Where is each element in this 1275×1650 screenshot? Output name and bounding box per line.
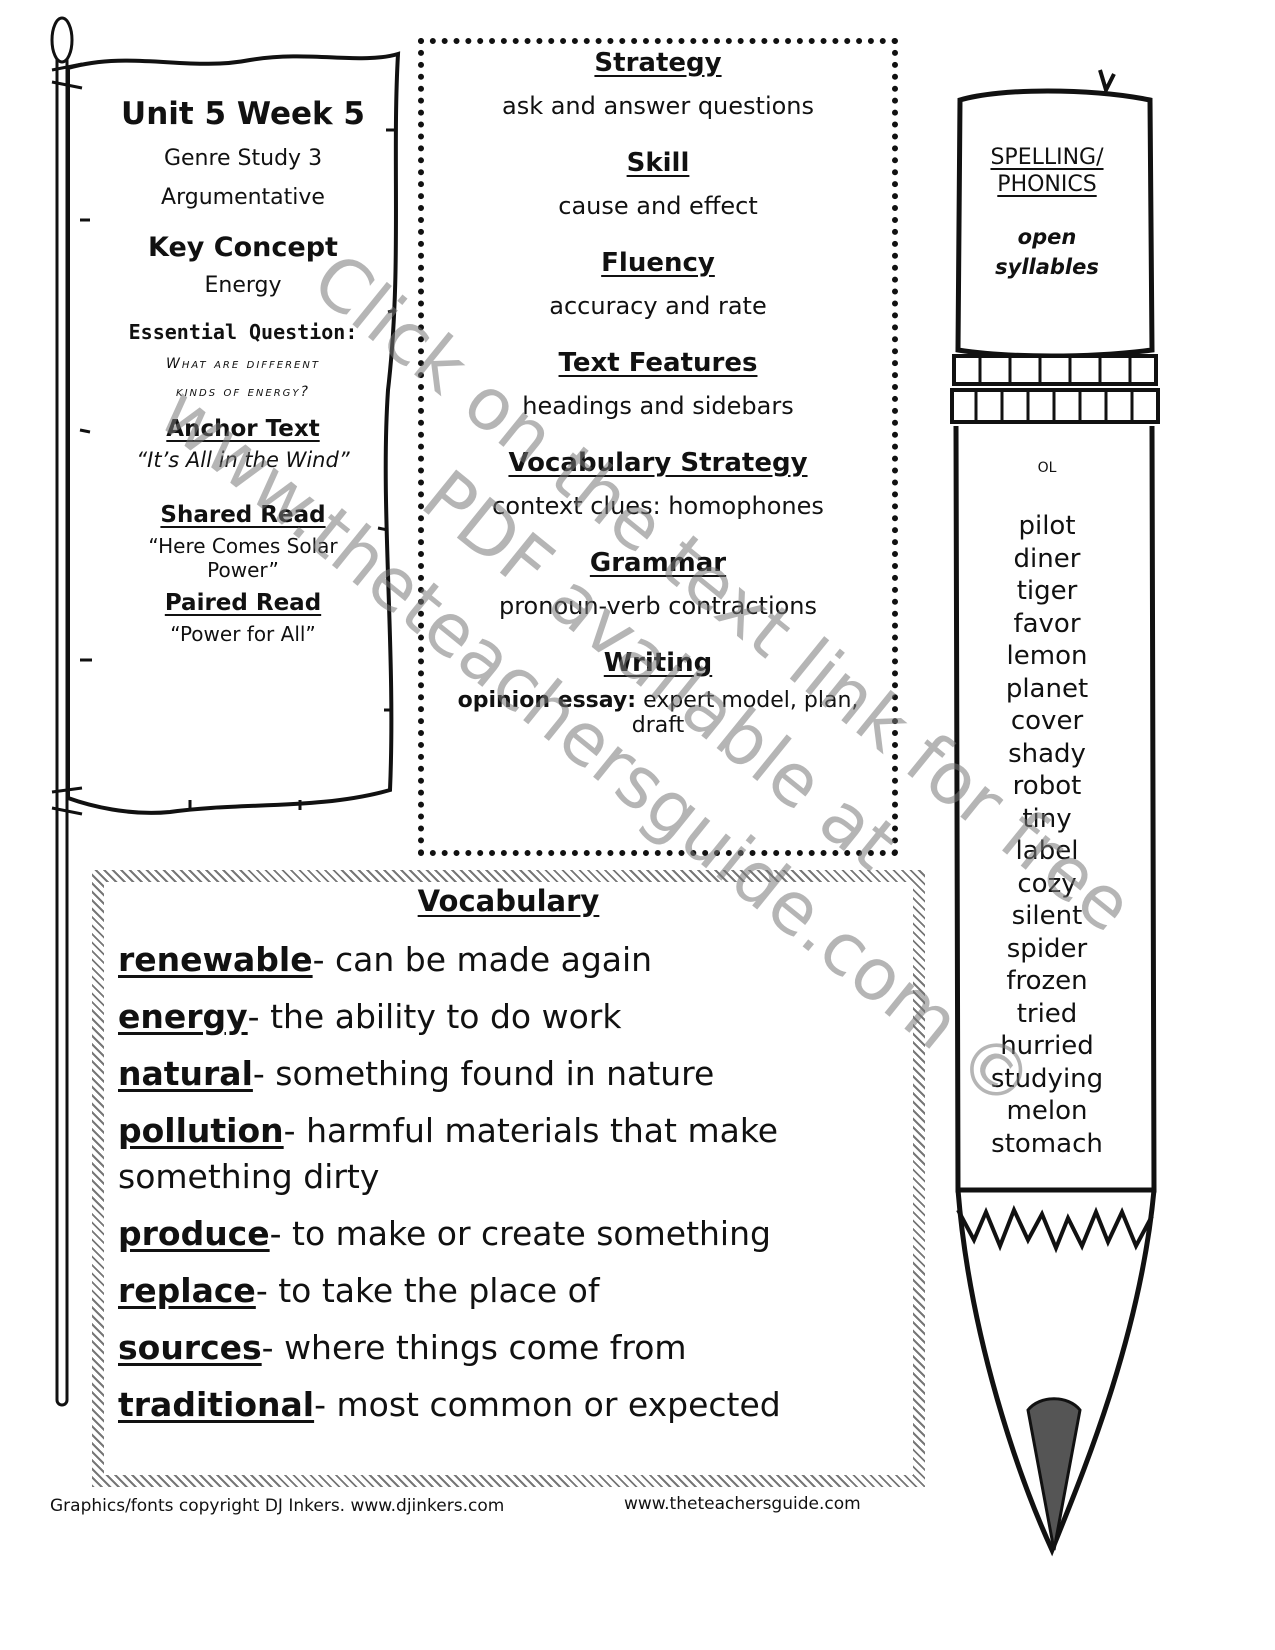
spelling-heading-line2: PHONICS (997, 172, 1097, 197)
paired-read-heading: Paired Read (164, 590, 322, 616)
essential-question-line2: kinds of energy? (176, 384, 310, 400)
vocab-definition: - can be made again (312, 940, 653, 979)
vocab-item: renewable- can be made again (118, 937, 808, 983)
vocab-definition: - to take the place of (255, 1271, 600, 1310)
writing-label: opinion essay: (457, 688, 637, 713)
anchor-text-heading: Anchor Text (166, 416, 320, 442)
spelling-word: tiger (1016, 576, 1078, 606)
spelling-word: lemon (1006, 641, 1088, 671)
footer-website-link[interactable]: www.theteachersguide.com (624, 1494, 861, 1514)
spelling-topic-line1: open (1017, 225, 1077, 249)
grammar-value: pronoun-verb contractions (498, 592, 818, 620)
vocab-item: sources- where things come from (118, 1325, 808, 1371)
vocab-term: replace (118, 1271, 256, 1310)
spelling-heading: SPELLING/ PHONICS (962, 144, 1132, 198)
essential-question-line1: What are different (166, 356, 320, 372)
spelling-word: hurried (1000, 1031, 1094, 1061)
spelling-word: label (1015, 836, 1079, 866)
vocab-item: natural- something found in nature (118, 1051, 808, 1097)
spelling-word: cozy (1017, 868, 1077, 899)
spelling-word: frozen (1006, 966, 1088, 996)
vocab-term: pollution (118, 1111, 284, 1150)
unit-title: Unit 5 Week 5 (121, 96, 365, 132)
essential-question: What are different kinds of energy? (88, 350, 398, 406)
spelling-word: stomach (991, 1128, 1103, 1159)
vocab-strategy-value: context clues: homophones (492, 492, 824, 520)
spelling-word: diner (1013, 543, 1081, 574)
spelling-word: silent (1011, 901, 1083, 931)
skills-content: Strategy ask and answer questions Skill … (418, 48, 898, 738)
vocab-term: natural (118, 1054, 253, 1093)
shared-read-title: “Here Comes Solar Power” (88, 534, 398, 582)
vocab-term: sources (118, 1328, 262, 1367)
vocab-item: energy- the ability to do work (118, 994, 808, 1040)
banner-content: Unit 5 Week 5 Genre Study 3 Argumentativ… (88, 96, 398, 646)
vocab-term: traditional (118, 1385, 315, 1424)
spelling-word: spider (1006, 933, 1088, 964)
spelling-word-list: pilot diner tiger favor lemon planet cov… (962, 510, 1132, 1160)
vocab-item: pollution- harmful materials that make s… (118, 1108, 808, 1200)
key-concept-value: Energy (204, 273, 282, 298)
spelling-level: OL (1037, 460, 1057, 476)
fluency-heading: Fluency (601, 248, 715, 278)
vocab-term: renewable (118, 940, 313, 979)
spelling-word: planet (1005, 673, 1089, 704)
spelling-word: tiny (1022, 803, 1072, 834)
shared-read-line2: Power” (207, 558, 279, 582)
strategy-heading: Strategy (594, 48, 722, 78)
vocab-item: replace- to take the place of (118, 1268, 808, 1314)
vocab-strategy-heading: Vocabulary Strategy (508, 448, 808, 478)
spelling-heading-line1: SPELLING/ (990, 145, 1104, 170)
vocab-definition: - to make or create something (269, 1214, 771, 1253)
genre-study: Genre Study 3 (163, 146, 323, 171)
vocab-definition: - where things come from (261, 1328, 687, 1367)
grammar-heading: Grammar (589, 548, 727, 578)
skill-heading: Skill (626, 148, 690, 178)
vocab-term: energy (118, 997, 248, 1036)
spelling-word: pilot (1018, 511, 1076, 541)
vocabulary-box (92, 870, 925, 1487)
paired-read-title: “Power for All” (170, 622, 316, 646)
skills-box (418, 38, 898, 856)
vocabulary-title: Vocabulary (417, 884, 600, 918)
footer-copyright: Graphics/fonts copyright DJ Inkers. www.… (50, 1496, 505, 1516)
spelling-word: tried (1016, 998, 1078, 1029)
text-features-heading: Text Features (558, 348, 758, 378)
vocab-definition: - most common or expected (314, 1385, 781, 1424)
strategy-value: ask and answer questions (501, 92, 815, 120)
fluency-value: accuracy and rate (549, 292, 767, 320)
writing-value: opinion essay: expert model, plan, draft (418, 688, 898, 738)
spelling-word: favor (1013, 608, 1081, 639)
vocab-item: produce- to make or create something (118, 1211, 808, 1257)
spelling-word: shady (1008, 738, 1086, 769)
spelling-word: studying (990, 1063, 1104, 1094)
spelling-topic: open syllables (962, 222, 1132, 282)
key-concept-heading: Key Concept (148, 232, 338, 263)
writing-heading: Writing (603, 648, 713, 678)
banner-flag-graphic (50, 16, 401, 1407)
spelling-word: robot (1012, 771, 1082, 801)
spelling-word: cover (1010, 706, 1084, 736)
shared-read-heading: Shared Read (160, 502, 326, 528)
essential-question-heading: Essential Question: (128, 320, 358, 344)
vocab-definition: - something found in nature (252, 1054, 715, 1093)
genre-name: Argumentative (161, 185, 325, 210)
writing-value-line2: draft (631, 713, 685, 738)
anchor-text-title: “It’s All in the Wind” (136, 448, 350, 472)
writing-value-line1: expert model, plan, (636, 688, 859, 713)
vocab-item: traditional- most common or expected (118, 1382, 808, 1428)
spelling-topic-line2: syllables (995, 255, 1099, 279)
pencil-graphic (950, 69, 1160, 1557)
spelling-word: melon (1006, 1096, 1088, 1126)
shared-read-line1: “Here Comes Solar (148, 534, 338, 558)
vocab-term: produce (118, 1214, 270, 1253)
vocabulary-list: renewable- can be made again energy- the… (118, 937, 808, 1439)
vocab-definition: - the ability to do work (247, 997, 622, 1036)
skill-value: cause and effect (558, 192, 758, 220)
text-features-value: headings and sidebars (522, 392, 794, 420)
vocab-definition: - harmful materials that make something … (118, 1111, 779, 1196)
